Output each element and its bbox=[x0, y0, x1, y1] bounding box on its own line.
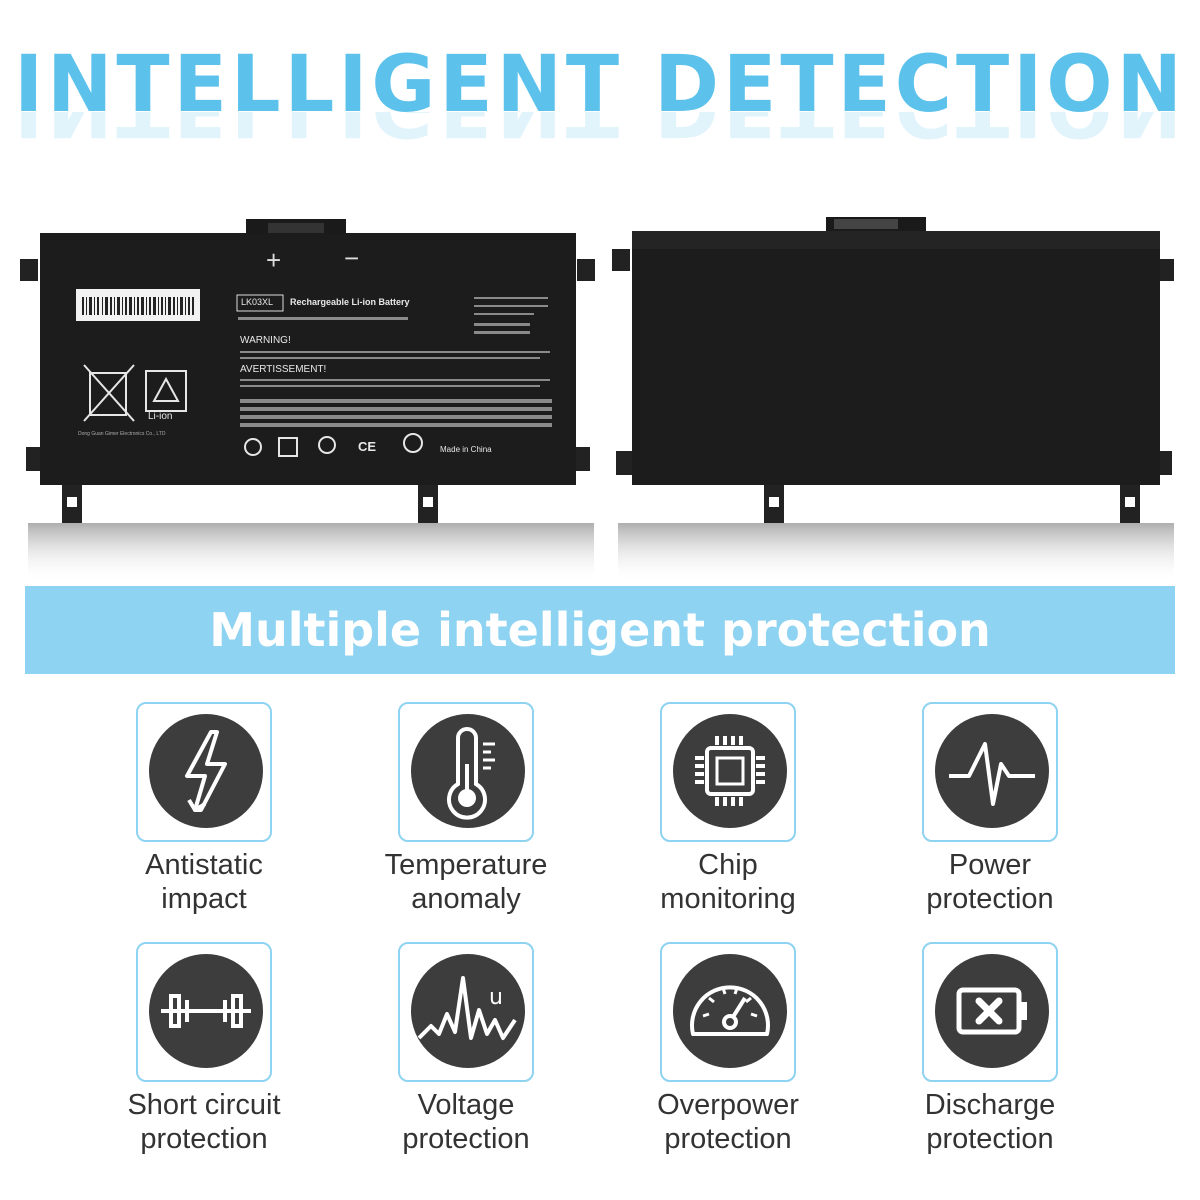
feature-label-line2: protection bbox=[664, 1123, 792, 1155]
feature-icon-box bbox=[660, 702, 796, 842]
feature-label-line2: anomaly bbox=[411, 883, 521, 915]
minus-terminal: − bbox=[344, 243, 360, 273]
feature-label-line1: Temperature bbox=[384, 849, 548, 881]
feature-label-line1: Short circuit bbox=[127, 1089, 281, 1121]
pulse-icon bbox=[935, 714, 1049, 828]
feature-label-line1: Discharge bbox=[924, 1089, 1056, 1121]
battery-x-icon bbox=[935, 954, 1049, 1068]
feature-label-line1: Power bbox=[948, 849, 1032, 881]
battery-front: + − LK03XL Rechargeable Li-ion Battery W… bbox=[18, 215, 598, 585]
headline-title: INTELLIGENT DETECTION bbox=[14, 40, 1186, 130]
battery-type: Rechargeable Li-ion Battery bbox=[290, 297, 410, 307]
feature-label-line2: protection bbox=[926, 883, 1054, 915]
battery-back bbox=[608, 215, 1188, 585]
feature-icon-box bbox=[922, 702, 1058, 842]
speedometer-icon bbox=[673, 954, 787, 1068]
made-in: Made in China bbox=[440, 445, 492, 454]
feature-icon-box bbox=[922, 942, 1058, 1082]
feature-icon-box bbox=[398, 702, 534, 842]
battery-avertissement: AVERTISSEMENT! bbox=[240, 364, 327, 375]
feature-icon-box bbox=[660, 942, 796, 1082]
plus-terminal: + bbox=[266, 245, 282, 275]
feature-icon-box: u bbox=[398, 942, 534, 1082]
battery-warning: WARNING! bbox=[240, 335, 291, 346]
battery-model: LK03XL bbox=[241, 297, 274, 307]
short-circuit-icon bbox=[149, 954, 263, 1068]
voltage-wave-icon: u bbox=[411, 954, 525, 1068]
feature-label-line2: protection bbox=[402, 1123, 530, 1155]
feature-label-line1: Chip bbox=[698, 849, 758, 881]
chip-icon bbox=[673, 714, 787, 828]
lightning-icon bbox=[149, 714, 263, 828]
feature-icon-box bbox=[136, 942, 272, 1082]
banner: Multiple intelligent protection bbox=[25, 586, 1175, 674]
feature-icon-box bbox=[136, 702, 272, 842]
battery-back-shape bbox=[612, 217, 1174, 583]
svg-text:u: u bbox=[489, 985, 503, 1010]
feature-label-line1: Antistatic bbox=[145, 849, 263, 881]
feature-label-line1: Voltage bbox=[417, 1089, 515, 1121]
battery-front-shape bbox=[20, 219, 595, 583]
manufacturer: Dong Guan Gimer Electronics Co., LTD bbox=[78, 431, 166, 437]
banner-text: Multiple intelligent protection bbox=[209, 603, 991, 657]
feature-label-line2: protection bbox=[926, 1123, 1054, 1155]
feature-label-line2: monitoring bbox=[660, 883, 796, 915]
ce-mark: CE bbox=[358, 439, 377, 454]
feature-label-line1: Overpower bbox=[657, 1089, 799, 1121]
li-ion-mark: Li-ion bbox=[148, 411, 173, 422]
headline-reflection: INTELLIGENT DETECTION bbox=[0, 112, 1200, 152]
feature-label-line2: impact bbox=[161, 883, 247, 915]
feature-label-line2: protection bbox=[140, 1123, 268, 1155]
thermometer-icon bbox=[411, 714, 525, 828]
